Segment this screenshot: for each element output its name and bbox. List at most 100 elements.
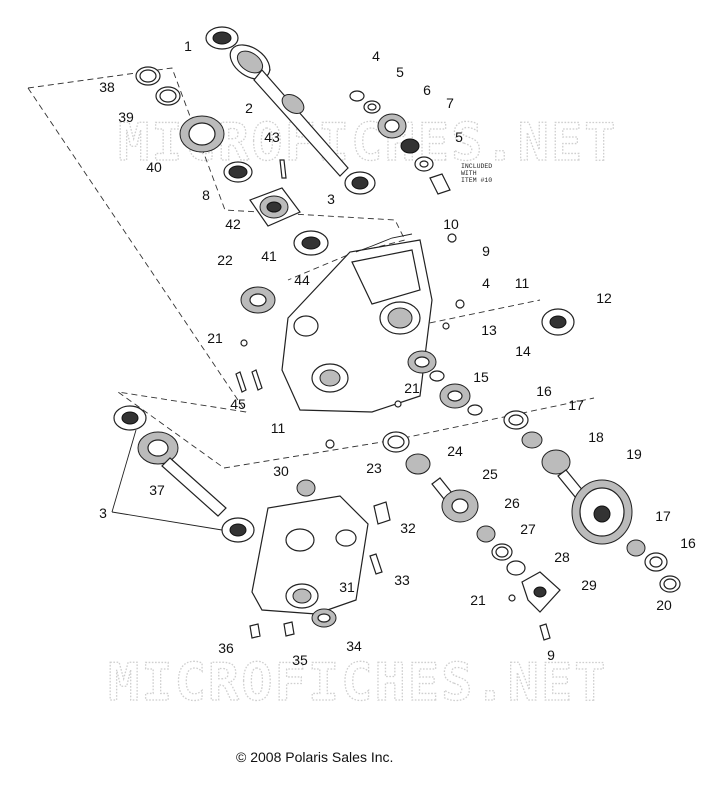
bearing-1 [205,26,239,50]
callout-16: 16 [536,383,552,399]
bearing-3-upper [344,171,376,195]
leader-3b [111,511,223,531]
note-line-2: WITH [461,170,477,177]
callout-4: 4 [372,48,380,64]
callout-27: 27 [520,521,536,537]
washer-5-lower [414,156,434,172]
callout-5: 5 [455,129,463,145]
bearing-26 [476,525,496,543]
bolts-45 [235,369,263,393]
callout-3: 3 [327,191,335,207]
seal-22 [240,286,276,314]
note-line-1: INCLUDED [461,163,492,170]
callout-32: 32 [400,520,416,536]
gear-15 [429,370,483,416]
callout-11: 11 [271,420,286,436]
shaft-37 [137,431,227,517]
shaft-2 [229,44,349,177]
note-line-3: ITEM #10 [461,177,492,184]
shaft-25 [431,477,479,523]
bearing-17-upper [521,431,543,449]
callout-34: 34 [346,638,362,654]
main-case-44 [281,233,433,413]
bolt-33 [369,553,383,575]
callout-36: 36 [218,640,234,656]
bushing-8 [223,161,253,183]
plug-32 [373,501,391,525]
race-16-upper [503,410,529,430]
cover-31 [251,495,369,615]
callout-7: 7 [446,95,454,111]
callout-42: 42 [225,216,241,232]
gear-19 [571,479,633,545]
callout-10: 10 [443,216,459,232]
callout-2: 2 [245,100,253,116]
callout-4: 4 [482,275,490,291]
callout-26: 26 [504,495,520,511]
callout-17: 17 [568,397,584,413]
bearing-41 [293,230,329,256]
callout-24: 24 [447,443,463,459]
callout-5: 5 [396,64,404,80]
bolt-9-lower [539,623,551,641]
callout-25: 25 [482,466,498,482]
callout-20: 20 [656,597,672,613]
callout-3: 3 [99,505,107,521]
callout-40: 40 [146,159,162,175]
callout-12: 12 [596,290,612,306]
leader-3a [111,429,137,513]
callout-43: 43 [264,129,280,145]
callout-21: 21 [207,330,223,346]
ring-20 [659,575,681,593]
race-16-lower [644,552,668,572]
callout-21: 21 [404,380,420,396]
callout-23: 23 [366,460,382,476]
ring-28 [506,560,526,576]
ring-39 [155,86,181,106]
callout-35: 35 [292,652,308,668]
callout-33: 33 [394,572,410,588]
washer-5-upper [363,100,381,114]
callout-9: 9 [482,243,490,259]
race-23 [382,431,410,453]
bearing-17-lower [626,539,646,557]
callout-1: 1 [184,38,192,54]
pin-sleeve [429,173,451,195]
callout-8: 8 [202,187,210,203]
ring-38 [135,66,161,86]
small-fasteners [240,233,465,449]
callout-18: 18 [588,429,604,445]
callout-41: 41 [261,248,277,264]
callout-37: 37 [149,482,165,498]
gear-6 [377,113,407,139]
callout-45: 45 [230,396,246,412]
callout-16: 16 [680,535,696,551]
callout-11: 11 [515,275,530,291]
housing-42 [249,187,301,227]
callout-22: 22 [217,252,233,268]
seal-34 [311,608,337,628]
callout-39: 39 [118,109,134,125]
callout-17: 17 [655,508,671,524]
callout-28: 28 [554,549,570,565]
callout-13: 13 [481,322,497,338]
bearing-12 [541,308,575,336]
pin-21-lower [508,594,516,602]
watermark-bottom: MICROFICHES.NET [108,653,608,713]
retainer-29 [521,571,561,613]
callout-44: 44 [294,272,310,288]
callout-38: 38 [99,79,115,95]
bearing-3-lower [221,517,255,543]
callout-9: 9 [547,647,555,663]
gear-40 [179,115,225,153]
bearing-24 [405,453,431,475]
callout-15: 15 [473,369,489,385]
assembly-outline-upper [27,67,595,469]
callout-29: 29 [581,577,597,593]
callout-30: 30 [273,463,289,479]
callout-6: 6 [423,82,431,98]
race-27 [491,543,513,561]
seal-13 [407,350,437,374]
